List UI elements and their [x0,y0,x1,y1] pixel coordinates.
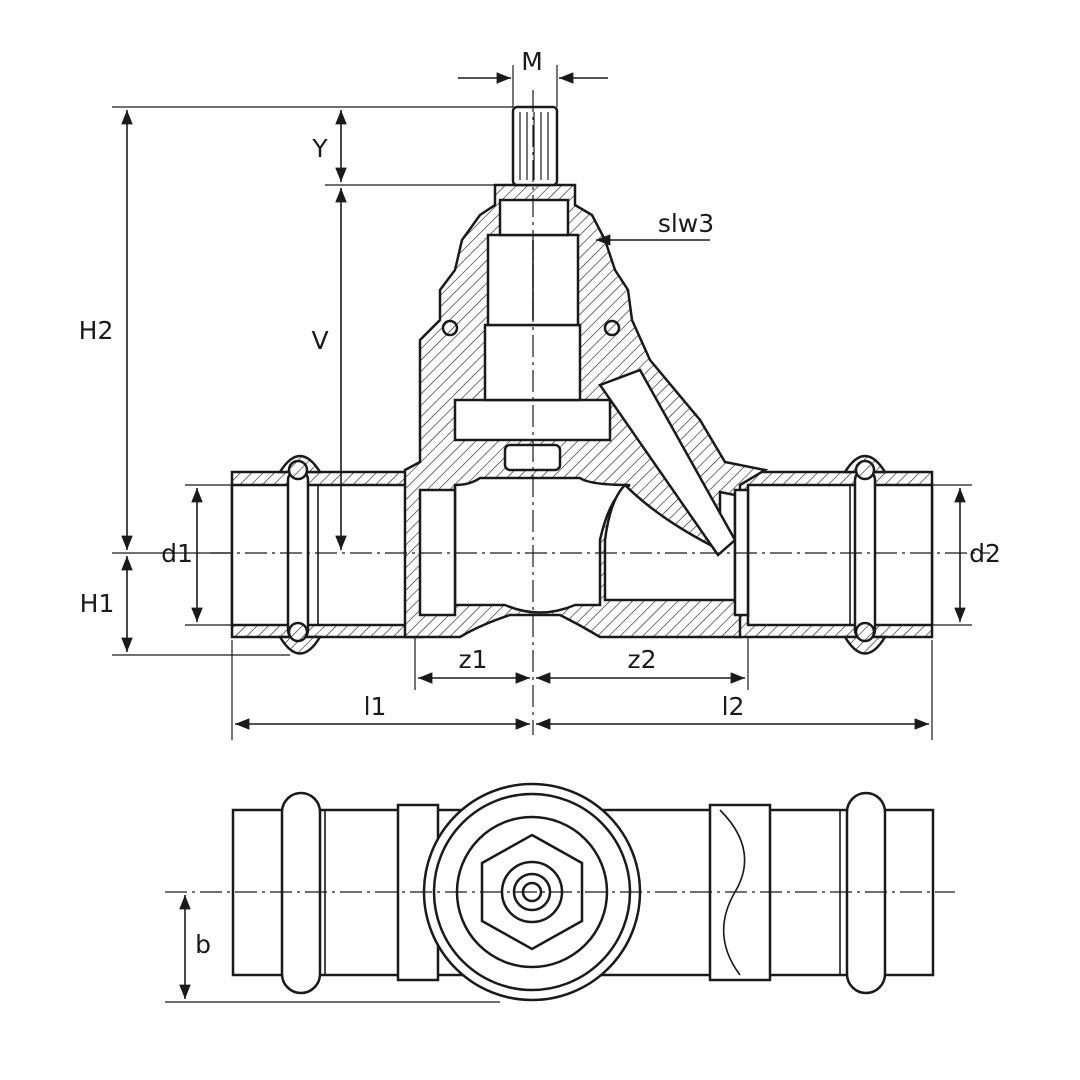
label-Y: Y [311,134,328,163]
label-M: M [521,47,543,76]
label-H2: H2 [79,316,114,345]
dimension-labels: M Y H2 V slw3 d1 d2 H1 z1 z2 l1 l2 b [79,47,1001,959]
label-V: V [311,326,328,355]
label-z2: z2 [627,645,656,674]
left-press-socket [230,454,424,655]
label-H1: H1 [80,589,115,618]
label-slw3: slw3 [658,209,714,238]
right-press-socket [733,454,934,655]
dimension-lines [112,65,972,740]
label-d2: d2 [969,539,1001,568]
label-l1: l1 [364,692,387,721]
label-b: b [195,930,211,959]
label-d1: d1 [161,539,193,568]
label-z1: z1 [458,645,487,674]
label-l2: l2 [722,692,745,721]
top-view [165,782,955,1003]
section-view [210,90,990,735]
